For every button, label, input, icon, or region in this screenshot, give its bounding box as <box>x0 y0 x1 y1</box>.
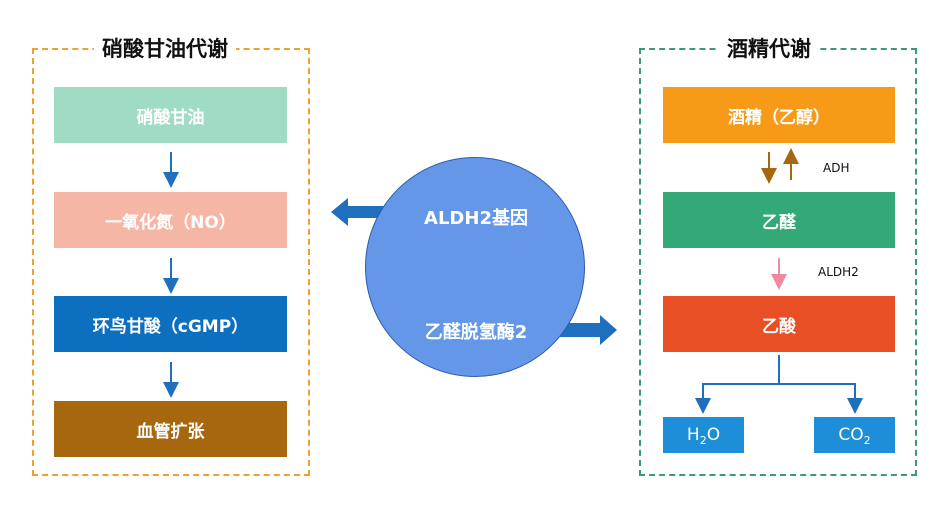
arrow-branch-h2o <box>695 355 780 414</box>
nitroglycerin-panel: 硝酸甘油代谢 <box>32 33 310 476</box>
step-acetic-acid: 乙酸 <box>663 296 895 352</box>
arrow-branch-co2 <box>779 383 863 414</box>
step-vasodilation: 血管扩张 <box>54 401 287 457</box>
step-alcohol: 酒精（乙醇） <box>663 87 895 143</box>
enzyme-aldh2-label: ALDH2 <box>818 265 859 279</box>
aldh2-enzyme-label: 乙醛脱氢酶2 <box>424 322 528 343</box>
big-arrow-left <box>331 198 390 226</box>
step-nitric-oxide: 一氧化氮（NO） <box>54 192 287 248</box>
aldh2-gene-label: ALDH2基因 <box>424 208 528 229</box>
alcohol-panel-title: 酒精代谢 <box>719 33 819 63</box>
step-nitroglycerin: 硝酸甘油 <box>54 87 287 143</box>
enzyme-adh-label: ADH <box>823 161 850 175</box>
nitroglycerin-panel-title: 硝酸甘油代谢 <box>94 33 236 63</box>
alcohol-panel: 酒精代谢 <box>639 33 917 476</box>
big-arrow-right <box>560 315 617 345</box>
step-acetaldehyde: 乙醛 <box>663 192 895 248</box>
step-cgmp: 环鸟甘酸（cGMP） <box>54 296 287 352</box>
aldh2-circle: ALDH2基因 乙醛脱氢酶2 <box>365 157 585 377</box>
